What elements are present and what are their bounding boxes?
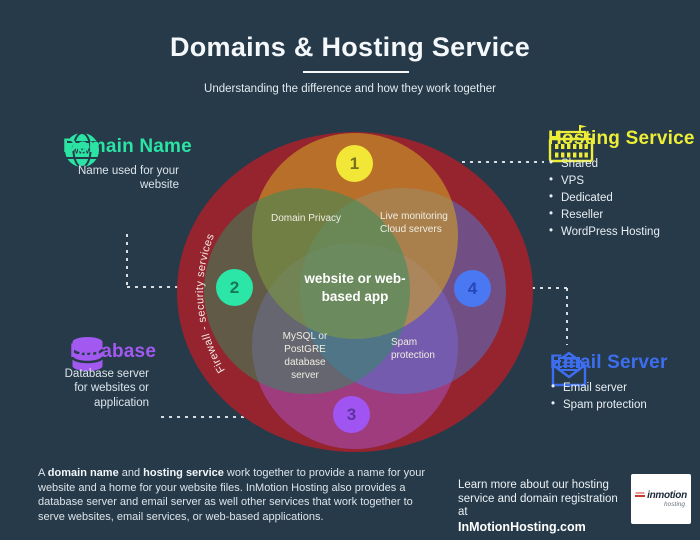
domain-name-heading: Domain Name bbox=[63, 136, 192, 157]
logo-wordmark: inmotion bbox=[647, 490, 687, 501]
overlap-label-spam: Spam protection bbox=[391, 337, 435, 361]
hosting-service-list: Shared VPS Dedicated Reseller WordPress … bbox=[548, 157, 683, 240]
footer-text: A bbox=[38, 467, 48, 479]
email-server-heading: Email Server bbox=[550, 352, 668, 373]
logo-subtext: hosting bbox=[664, 501, 685, 508]
inmotionhosting-link[interactable]: InMotionHosting.com bbox=[458, 519, 586, 534]
connector-domain-v bbox=[126, 234, 128, 287]
hosting-item: Shared bbox=[548, 157, 683, 171]
venn-circles: Firewall - security services bbox=[177, 132, 533, 452]
hosting-item: Reseller bbox=[548, 208, 683, 222]
overlap-label-domain-privacy: Domain Privacy bbox=[270, 213, 342, 224]
email-server-list: Email server Spam protection bbox=[550, 381, 685, 412]
database-heading: Database bbox=[70, 341, 157, 362]
connector-domain-h bbox=[127, 286, 217, 288]
footer-text: work together to provide a name for your… bbox=[38, 467, 426, 523]
connector-email-v bbox=[566, 288, 568, 345]
hosting-item: VPS bbox=[548, 174, 683, 188]
inmotion-logo: inmotion hosting bbox=[631, 474, 691, 524]
domain-name-description: Name used for your website bbox=[78, 165, 179, 192]
hosting-service-section: Hosting Service Shared VPS Dedicated Res… bbox=[548, 122, 695, 244]
footer-text: and bbox=[118, 467, 144, 479]
badge-1-hosting: 1 bbox=[336, 145, 373, 182]
svg-text:www: www bbox=[70, 146, 93, 156]
footer-paragraph: A domain name and hosting service work t… bbox=[38, 466, 426, 524]
database-icon bbox=[71, 336, 104, 377]
database-section: Database Database server for websites or… bbox=[57, 334, 157, 410]
email-item: Spam protection bbox=[550, 398, 685, 412]
footer-bold-domain-name: domain name bbox=[47, 467, 119, 479]
learn-more-block: Learn more about our hosting service and… bbox=[458, 479, 626, 535]
overlap-label-mysql: MySQL or PostGRE database server bbox=[282, 331, 328, 381]
email-item: Email server bbox=[550, 381, 685, 395]
venn-diagram: Firewall - security services Domain Priv… bbox=[175, 130, 535, 455]
connector-hosting bbox=[374, 161, 544, 163]
footer-bold-hosting-service: hosting service bbox=[143, 467, 224, 479]
logo-swoosh-icon bbox=[635, 494, 646, 497]
globe-www-icon: www bbox=[63, 131, 101, 174]
badge-2-domain: 2 bbox=[216, 269, 253, 306]
overlap-label-live-monitoring: Live monitoring Cloud servers bbox=[380, 211, 448, 235]
title-underline bbox=[303, 71, 409, 73]
email-server-section: Email Server Email server Spam protectio… bbox=[550, 346, 685, 416]
badge-4-email: 4 bbox=[454, 270, 491, 307]
venn-center-label: website or web-based app bbox=[304, 271, 406, 304]
domain-name-section: Domain Name Name used for your website bbox=[63, 128, 192, 193]
hosting-service-heading: Hosting Service bbox=[548, 128, 695, 149]
badge-3-database: 3 bbox=[333, 396, 370, 433]
database-description: Database server for websites or applicat… bbox=[64, 368, 149, 409]
hosting-item: WordPress Hosting bbox=[548, 225, 683, 239]
page-title: Domains & Hosting Service bbox=[169, 32, 531, 62]
page-subtitle: Understanding the difference and how the… bbox=[204, 83, 496, 95]
hosting-item: Dedicated bbox=[548, 191, 683, 205]
domain-circle bbox=[204, 188, 410, 394]
learn-more-text: Learn more about our hosting service and… bbox=[458, 479, 618, 519]
